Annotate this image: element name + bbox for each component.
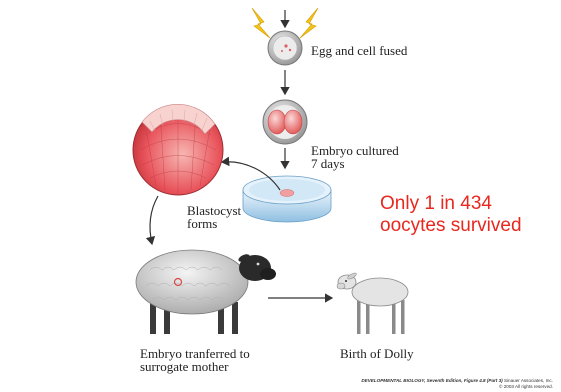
lamb-dolly [337,272,408,334]
label-egg-fused: Egg and cell fused [311,43,407,58]
fused-egg-cell [268,31,302,65]
label-embryo-cultured-line2: 7 days [311,156,345,171]
two-cell-embryo [263,100,307,144]
survival-note-line1: Only 1 in 434 [380,193,492,214]
credit-publisher: Sinauer Associates, Inc. [504,378,553,383]
lightning-left-icon [252,8,270,38]
lightning-right-icon [300,8,318,38]
survival-note-line2: oocytes survived [380,215,522,236]
label-birth: Birth of Dolly [340,346,414,361]
credit-title: DEVELOPMENTAL BIOLOGY, Seventh Edition, … [361,378,502,383]
label-blastocyst-line2: forms [187,216,217,231]
credit-rights: © 2003 All rights reserved. [499,384,553,389]
petri-dish [243,176,331,222]
figure-credit-line1: DEVELOPMENTAL BIOLOGY, Seventh Edition, … [361,378,553,383]
label-transfer-line2: surrogate mother [140,359,228,374]
arrow-blastocyst-to-sheep [150,196,158,244]
surrogate-sheep [136,250,276,334]
blastocyst [133,104,223,195]
